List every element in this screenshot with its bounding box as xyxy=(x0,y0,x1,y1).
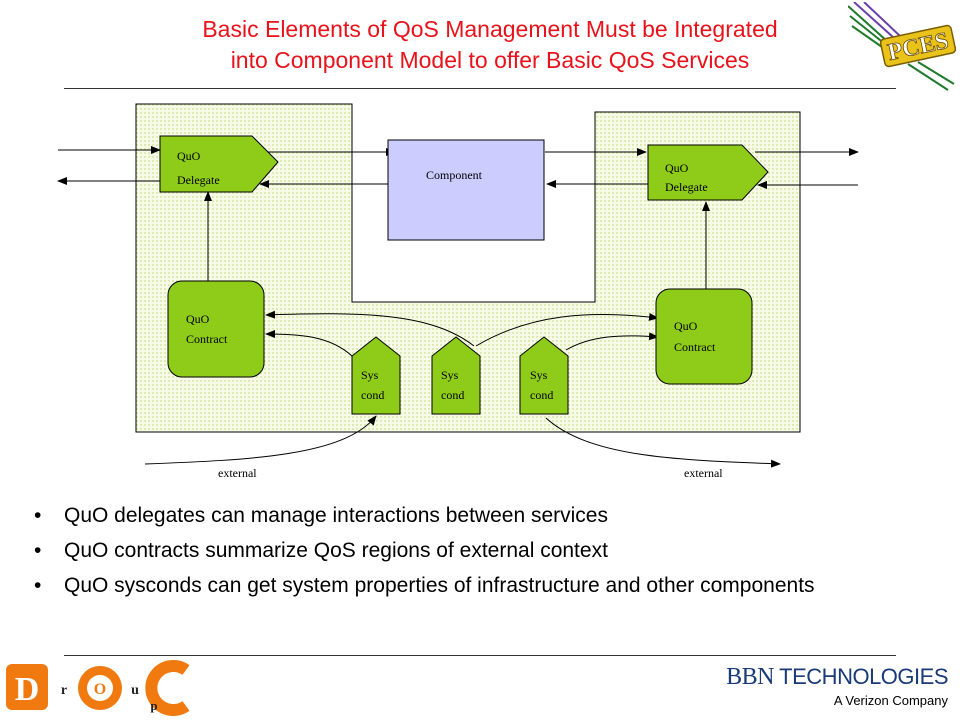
footer-divider xyxy=(64,655,896,656)
bullet-item-sysconds: QuO sysconds can get system properties o… xyxy=(28,573,888,598)
bbn-logo-subtitle: A Verizon Company xyxy=(833,693,948,708)
syscond-2-label-2: cond xyxy=(441,388,464,402)
pces-logo-text: PCES xyxy=(885,28,950,66)
left-quo-contract: QuO Contract xyxy=(167,280,265,378)
left-contract-label-1: QuO xyxy=(186,312,210,326)
syscond-1-label-1: Sys xyxy=(361,368,379,382)
title-line-2: into Component Model to offer Basic QoS … xyxy=(230,47,750,73)
left-delegate-label-2: Delegate xyxy=(177,173,220,187)
component-label: Component xyxy=(426,168,483,182)
syscond-1-label-2: cond xyxy=(361,388,384,402)
doc-logo-letter-u: u xyxy=(131,683,139,698)
right-delegate-label-1: QuO xyxy=(665,161,689,175)
component-box: Component xyxy=(387,139,545,241)
title-divider xyxy=(64,88,896,89)
doc-logo-letter-r: r xyxy=(61,683,67,698)
bbn-technologies-logo: BBN TECHNOLOGIES A Verizon Company xyxy=(726,664,948,708)
bbn-logo-technologies: TECHNOLOGIES xyxy=(773,664,948,689)
right-contract-label-1: QuO xyxy=(674,319,698,333)
external-out-arrow xyxy=(545,417,781,468)
bullet-item-contracts: QuO contracts summarize QoS regions of e… xyxy=(28,538,888,563)
syscond-3-label-2: cond xyxy=(530,388,553,402)
right-contract-label-2: Contract xyxy=(674,340,716,354)
bbn-logo-main: BBN TECHNOLOGIES xyxy=(726,664,948,691)
left-quo-delegate: QuO Delegate xyxy=(159,135,279,193)
syscond-2-to-right-contract-arrow xyxy=(475,312,659,347)
syscond-2-to-left-contract-arrow xyxy=(265,310,475,347)
external-left-label: external xyxy=(218,466,257,480)
qos-component-diagram: QuO Delegate Component QuO Delegate QuO … xyxy=(57,103,859,480)
syscond-3-label-1: Sys xyxy=(530,368,548,382)
doc-logo-letter-p: p xyxy=(150,698,157,713)
syscond-2: Sys cond xyxy=(431,336,481,415)
external-in-arrow xyxy=(144,415,377,465)
right-delegate-label-2: Delegate xyxy=(665,180,708,194)
bullet-list: QuO delegates can manage interactions be… xyxy=(28,503,888,608)
left-contract-label-2: Contract xyxy=(186,332,228,346)
syscond-2-label-1: Sys xyxy=(441,368,459,382)
title-line-1: Basic Elements of QoS Management Must be… xyxy=(202,16,778,42)
bbn-logo-bbn: BBN xyxy=(726,664,774,690)
syscond-1: Sys cond xyxy=(351,336,401,415)
left-delegate-label-1: QuO xyxy=(177,149,201,163)
page-title: Basic Elements of QoS Management Must be… xyxy=(110,14,870,76)
right-quo-delegate: QuO Delegate xyxy=(647,144,769,201)
bullet-item-delegates: QuO delegates can manage interactions be… xyxy=(28,503,888,528)
right-quo-contract: QuO Contract xyxy=(655,288,753,385)
syscond-3-to-right-contract-arrow xyxy=(565,332,659,351)
doc-logo-letter-d: D xyxy=(15,671,40,708)
syscond-3: Sys cond xyxy=(519,336,569,415)
external-right-label: external xyxy=(684,466,723,480)
doc-logo-letter-o: O xyxy=(94,681,106,698)
doc-group-logo: D r O u C p xyxy=(6,660,190,716)
syscond-1-to-left-contract-arrow xyxy=(265,330,353,357)
doc-logo-letter-c: C xyxy=(170,693,171,695)
pces-logo: PCES xyxy=(848,2,956,91)
